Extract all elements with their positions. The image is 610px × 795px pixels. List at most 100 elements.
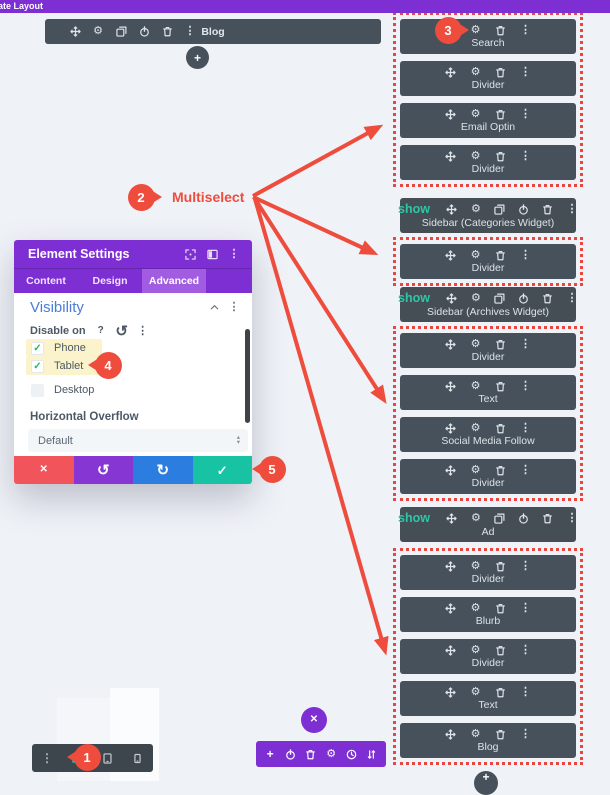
- move-icon[interactable]: [445, 464, 457, 476]
- trash-icon[interactable]: [542, 292, 554, 304]
- gear-icon[interactable]: ⚙: [470, 463, 481, 476]
- trash-icon[interactable]: [495, 24, 507, 36]
- gear-icon[interactable]: ⚙: [471, 291, 481, 304]
- gear-icon[interactable]: ⚙: [471, 202, 481, 215]
- tab-content[interactable]: Content: [26, 275, 66, 287]
- trash-icon[interactable]: [495, 464, 507, 476]
- trash-icon[interactable]: [542, 512, 554, 524]
- move-icon[interactable]: [445, 338, 457, 350]
- module-blurb[interactable]: ⚙⋮ Blurb: [400, 597, 576, 632]
- module-ad[interactable]: show ⚙⋮ Ad: [398, 507, 577, 542]
- dots-icon[interactable]: ⋮: [520, 559, 531, 572]
- plus-icon[interactable]: +: [266, 747, 274, 761]
- trash-icon[interactable]: [495, 108, 507, 120]
- module-divider[interactable]: ⚙⋮ Divider: [400, 333, 576, 368]
- module-blog[interactable]: ⚙⋮ Blog: [400, 723, 576, 758]
- dots-icon[interactable]: ⋮: [520, 107, 531, 120]
- dots-icon[interactable]: ⋮: [137, 324, 149, 337]
- disable-icon[interactable]: [138, 26, 150, 38]
- trash-icon[interactable]: [305, 748, 317, 760]
- move-icon[interactable]: [445, 644, 457, 656]
- module-email-optin[interactable]: ⚙⋮ Email Optin: [400, 103, 576, 138]
- gear-icon[interactable]: ⚙: [470, 149, 481, 162]
- cancel-button[interactable]: ✕: [14, 456, 74, 484]
- module-blog-top[interactable]: ⚙⋮ Blog: [45, 19, 381, 44]
- dots-icon[interactable]: ⋮: [520, 248, 531, 261]
- dots-icon[interactable]: ⋮: [228, 300, 240, 313]
- move-icon[interactable]: [445, 686, 457, 698]
- module-divider[interactable]: ⚙⋮ Divider: [400, 145, 576, 180]
- dots-icon[interactable]: ⋮: [228, 247, 240, 260]
- dots-icon[interactable]: ⋮: [520, 421, 531, 434]
- dots-icon[interactable]: ⋮: [520, 727, 531, 740]
- move-icon[interactable]: [445, 108, 457, 120]
- dots-icon[interactable]: ⋮: [520, 149, 531, 162]
- module-sidebar-categories-widget[interactable]: show ⚙⋮ Sidebar (Categories Widget): [398, 198, 577, 233]
- module-divider[interactable]: ⚙⋮ Divider: [400, 244, 576, 279]
- exit-settings-button[interactable]: ✕: [301, 707, 327, 733]
- module-text[interactable]: ⚙⋮ Text: [400, 681, 576, 716]
- dots-icon[interactable]: ⋮: [520, 379, 531, 392]
- redo-button[interactable]: ↻: [133, 456, 193, 484]
- gear-icon[interactable]: ⚙: [470, 643, 481, 656]
- duplicate-icon[interactable]: [494, 292, 506, 304]
- trash-icon[interactable]: [495, 380, 507, 392]
- trash-icon[interactable]: [495, 644, 507, 656]
- tablet-icon[interactable]: [102, 752, 114, 764]
- move-icon[interactable]: [445, 602, 457, 614]
- dots-icon[interactable]: ⋮: [520, 337, 531, 350]
- visibility-section-header[interactable]: Visibility ⋮: [30, 297, 240, 317]
- dots-icon[interactable]: ⋮: [520, 643, 531, 656]
- gear-icon[interactable]: ⚙: [470, 421, 481, 434]
- trash-icon[interactable]: [495, 686, 507, 698]
- duplicate-icon[interactable]: [494, 203, 506, 215]
- phone-icon[interactable]: [132, 752, 144, 764]
- move-icon[interactable]: [445, 150, 457, 162]
- tab-advanced[interactable]: Advanced: [142, 269, 206, 293]
- move-icon[interactable]: [445, 728, 457, 740]
- tab-design[interactable]: Design: [92, 275, 128, 287]
- module-sidebar-archives-widget[interactable]: show ⚙⋮ Sidebar (Archives Widget): [398, 287, 578, 322]
- trash-icon[interactable]: [495, 422, 507, 434]
- dots-icon[interactable]: ⋮: [520, 463, 531, 476]
- move-icon[interactable]: [445, 380, 457, 392]
- gear-icon[interactable]: ⚙: [470, 107, 481, 120]
- dots-icon[interactable]: ⋮: [566, 291, 578, 304]
- move-icon[interactable]: [446, 203, 458, 215]
- gear-icon[interactable]: ⚙: [470, 601, 481, 614]
- move-icon[interactable]: [445, 249, 457, 261]
- module-divider[interactable]: ⚙⋮ Divider: [400, 61, 576, 96]
- dots-icon[interactable]: ⋮: [520, 601, 531, 614]
- trash-icon[interactable]: [495, 150, 507, 162]
- gear-icon[interactable]: ⚙: [93, 25, 103, 37]
- trash-icon[interactable]: [161, 26, 173, 38]
- move-icon[interactable]: [445, 422, 457, 434]
- help-icon[interactable]: ?: [97, 325, 104, 336]
- module-divider[interactable]: ⚙⋮ Divider: [400, 459, 576, 494]
- gear-icon[interactable]: ⚙: [470, 248, 481, 261]
- dots-icon[interactable]: ⋮: [184, 25, 196, 37]
- gear-icon[interactable]: ⚙: [326, 747, 337, 760]
- gear-icon[interactable]: ⚙: [470, 337, 481, 350]
- gear-icon[interactable]: ⚙: [470, 559, 481, 572]
- menu-dots-icon[interactable]: ⋮: [41, 751, 53, 765]
- module-text[interactable]: ⚙⋮ Text: [400, 375, 576, 410]
- checkbox-tablet[interactable]: ✓: [31, 359, 44, 373]
- move-icon[interactable]: [445, 66, 457, 78]
- chevron-up-icon[interactable]: [208, 301, 220, 313]
- module-search[interactable]: ⚙⋮ Search: [400, 19, 576, 54]
- expand-icon[interactable]: [184, 248, 196, 260]
- module-divider[interactable]: ⚙⋮ Divider: [400, 555, 576, 590]
- checkbox-phone[interactable]: ✓: [31, 341, 44, 355]
- trash-icon[interactable]: [495, 338, 507, 350]
- gear-icon[interactable]: ⚙: [470, 685, 481, 698]
- clock-icon[interactable]: [345, 748, 357, 760]
- trash-icon[interactable]: [495, 602, 507, 614]
- disable-icon[interactable]: [518, 203, 530, 215]
- gear-icon[interactable]: ⚙: [470, 727, 481, 740]
- add-module-button-bottom[interactable]: +: [474, 771, 498, 795]
- move-icon[interactable]: [446, 292, 458, 304]
- trash-icon[interactable]: [495, 728, 507, 740]
- modal-header[interactable]: Element Settings ⋮: [14, 240, 252, 268]
- gear-icon[interactable]: ⚙: [470, 23, 481, 36]
